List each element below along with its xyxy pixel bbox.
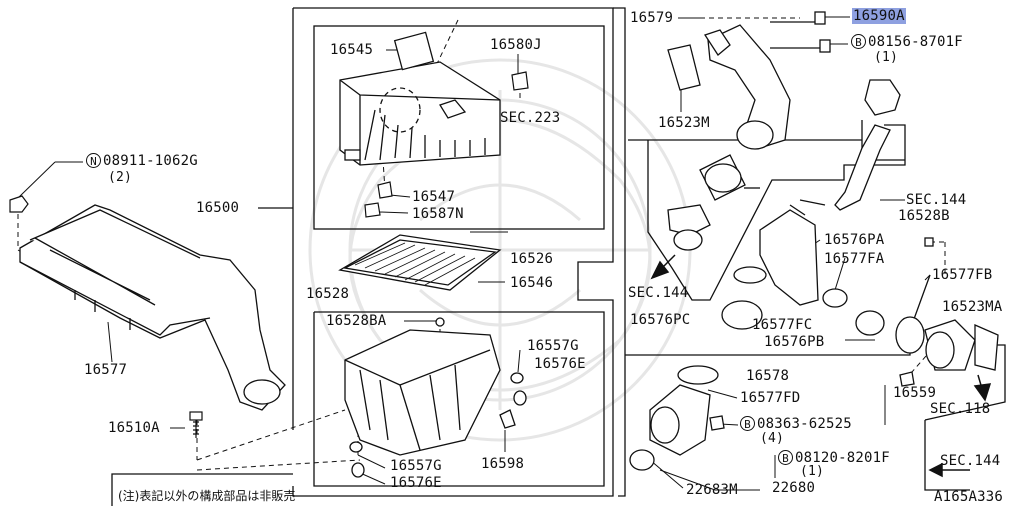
b-circle-icon: B [851, 34, 866, 49]
label-16577FA: 16577FA [824, 251, 885, 267]
label-sec223: SEC.223 [500, 110, 561, 126]
label-22683M: 22683M [686, 482, 738, 498]
label-16546: 16546 [510, 275, 554, 291]
label-08911-text: 08911-1062G [103, 153, 198, 169]
label-16580J: 16580J [490, 37, 542, 53]
clip-16580J [511, 71, 529, 91]
hose-and-resonator-16576PA [667, 79, 934, 336]
label-16528BA: 16528BA [326, 313, 387, 329]
label-16576PB: 16576PB [764, 334, 825, 350]
label-sec144-top: SEC.144 [906, 192, 967, 208]
n-circle-icon: N [86, 153, 101, 168]
label-16559: 16559 [893, 385, 937, 401]
label-16526: 16526 [510, 251, 554, 267]
label-16577: 16577 [84, 362, 128, 378]
label-16523MA: 16523MA [942, 299, 1003, 315]
label-08156-text: 08156-8701F [868, 34, 963, 50]
air-cleaner-upper-case [339, 31, 501, 166]
label-sec144-left: SEC.144 [628, 285, 689, 301]
label-16579: 16579 [630, 10, 674, 26]
label-16547: 16547 [412, 189, 456, 205]
qty-08911: (2) [108, 170, 133, 185]
qty-08156: (1) [874, 50, 899, 65]
label-16576PC: 16576PC [630, 312, 691, 328]
label-16576E-bottom: 16576E [390, 475, 442, 491]
label-16590A: 16590A [852, 8, 906, 24]
label-16557G-top: 16557G [527, 338, 579, 354]
nut-16510-parts [9, 195, 203, 438]
label-sec118: SEC.118 [930, 401, 991, 417]
diagram-id: A165A336 [934, 489, 1004, 505]
label-16577FD: 16577FD [740, 390, 801, 406]
label-16557G-bottom: 16557G [390, 458, 442, 474]
qty-08363: (4) [760, 431, 785, 446]
label-16598: 16598 [481, 456, 525, 472]
label-16528: 16528 [306, 286, 350, 302]
label-16545: 16545 [330, 42, 374, 58]
air-duct-16577 [19, 204, 286, 411]
b-circle-icon: B [778, 450, 793, 465]
label-16528B: 16528B [898, 208, 950, 224]
label-16590A-highlight: 16590A [852, 8, 906, 24]
label-22680: 22680 [772, 480, 816, 496]
label-16587N: 16587N [412, 206, 464, 222]
intake-duct-16579 [667, 11, 831, 150]
label-16523M: 16523M [658, 115, 710, 131]
label-16576PA: 16576PA [824, 232, 885, 248]
label-08120-text: 08120-8201F [795, 450, 890, 466]
label-sec144-bottom: SEC.144 [940, 453, 1001, 469]
label-16576E-top: 16576E [534, 356, 586, 372]
throttle-body-22680 [629, 365, 725, 471]
label-16577FB: 16577FB [932, 267, 993, 283]
label-16510A: 16510A [108, 420, 160, 436]
small-parts-16547 [364, 181, 393, 218]
filter-element-16546 [338, 234, 502, 291]
note-text: (注)表記以外の構成部品は非販売 [118, 489, 296, 503]
air-cleaner-lower-case [344, 317, 527, 478]
b-circle-icon: B [740, 416, 755, 431]
label-16577FC: 16577FC [752, 317, 813, 333]
intake-elbow-16523MA [895, 316, 999, 387]
label-08363-text: 08363-62525 [757, 416, 852, 432]
qty-08120: (1) [800, 464, 825, 479]
arrows [650, 254, 992, 478]
label-16578: 16578 [746, 368, 790, 384]
label-16500: 16500 [196, 200, 240, 216]
